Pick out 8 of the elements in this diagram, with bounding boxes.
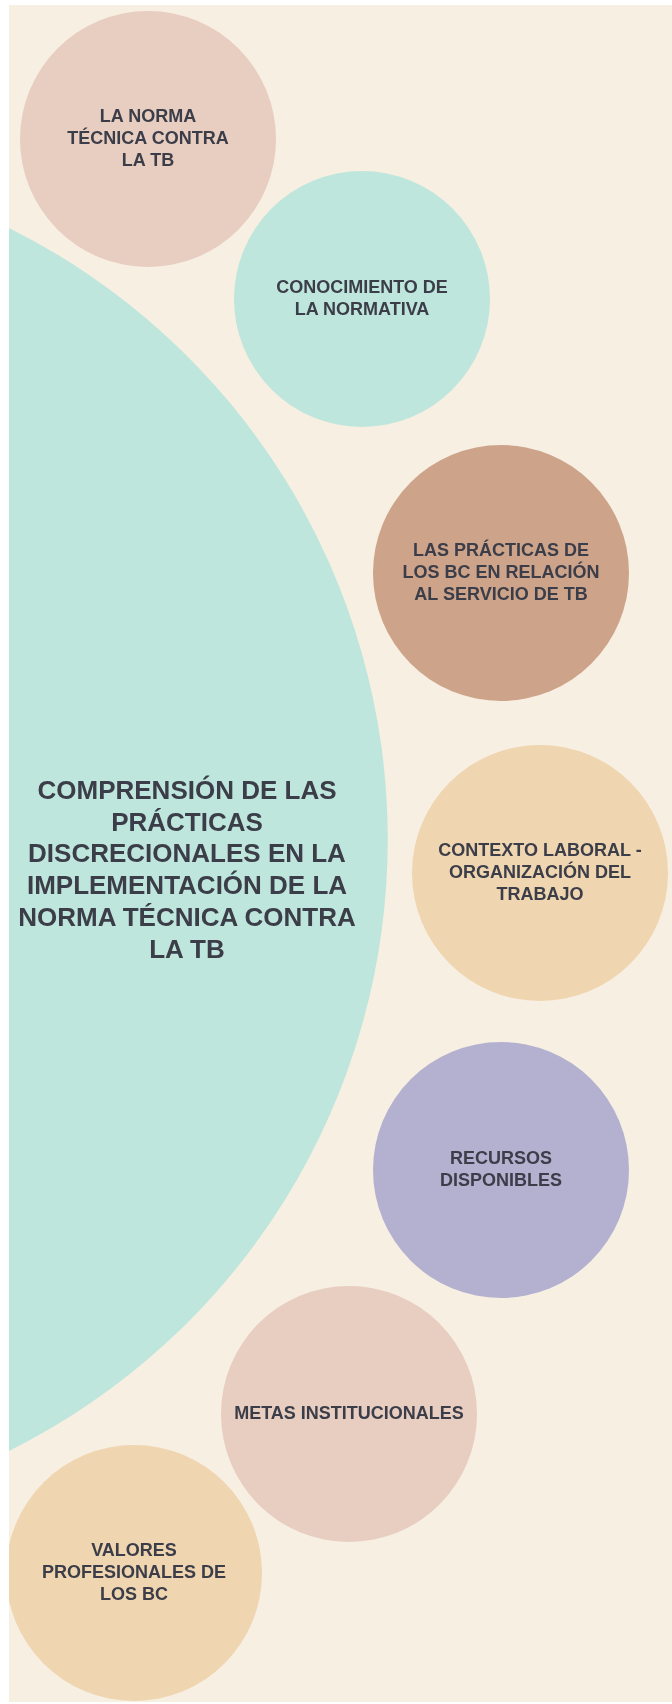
circle-label: CONOCIMIENTO DE LA NORMATIVA bbox=[275, 277, 449, 321]
circle-label: COMPRENSIÓN DE LAS PRÁCTICAS DISCRECIONALES EN LA IMPLEMENTACIÓN DE LA NORMA TÉCNICA CONTRA LA TB bbox=[17, 774, 357, 966]
circle-label: RECURSOS DISPONIBLES bbox=[439, 1148, 563, 1192]
circle-label: METAS INSTITUCIONALES bbox=[234, 1403, 464, 1425]
circle-label: LA NORMA TÉCNICA CONTRA LA TB bbox=[66, 106, 230, 172]
circle-label: CONTEXTO LABORAL - ORGANIZACIÓN DEL TRABAJO bbox=[437, 840, 643, 906]
circle-label: LAS PRÁCTICAS DE LOS BC EN RELACIÓN AL SERVICIO DE TB bbox=[401, 540, 601, 606]
circle-label: VALORES PROFESIONALES DE LOS BC bbox=[41, 1540, 227, 1606]
